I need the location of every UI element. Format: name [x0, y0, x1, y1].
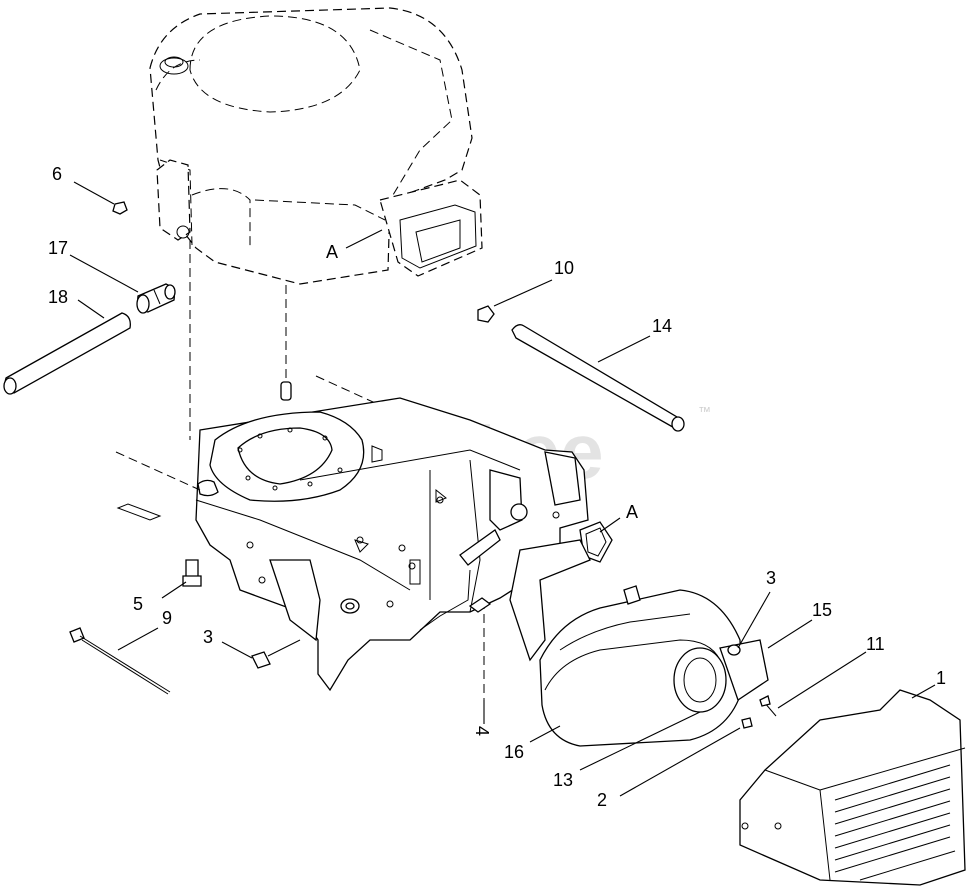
tube-14: [511, 324, 685, 432]
dowel-pin: [280, 381, 292, 401]
callout-13: 13: [553, 770, 573, 790]
callout-3-muffler: 3: [766, 568, 776, 588]
callout-labels: A A 1 2 3 3 4 5 6 9 10 11 13 14 15 16 17…: [48, 164, 946, 810]
callout-2: 2: [597, 790, 607, 810]
callout-11: 11: [866, 634, 885, 654]
muffler-16: [539, 585, 743, 747]
callout-16: 16: [504, 742, 524, 762]
callout-17: 17: [48, 238, 68, 258]
watermark-trademark: ™: [698, 404, 711, 419]
callout-15: 15: [812, 600, 832, 620]
nut-6: [112, 201, 128, 215]
callout-5: 5: [133, 594, 143, 614]
callout-1: 1: [936, 668, 946, 688]
chassis-frame: [115, 397, 589, 692]
leader-lines: [69, 181, 936, 797]
callout-10: 10: [554, 258, 574, 278]
callout-14: 14: [652, 316, 672, 336]
callout-4: 4: [472, 726, 492, 736]
callout-9: 9: [162, 608, 172, 628]
bolt-5: [182, 559, 202, 587]
callout-3-frame: 3: [203, 627, 213, 647]
bolt-4: [468, 597, 492, 613]
heat-shield-1: [739, 689, 966, 886]
screw-11: [759, 695, 777, 717]
fitting-17: [136, 283, 176, 314]
heat-shield-louvers: [834, 764, 956, 881]
cable-tie-9: [69, 627, 171, 695]
exhaust-pipe: [509, 539, 591, 662]
screw-2: [741, 717, 753, 729]
manifold-15: [719, 639, 769, 702]
callout-18: 18: [48, 287, 68, 307]
callout-engine-a: A: [326, 242, 338, 262]
callout-6: 6: [52, 164, 62, 184]
bolt-3-frame: [251, 639, 301, 669]
fuel-hose-18: [3, 312, 131, 395]
exhaust-bracket: [419, 529, 501, 631]
nut-10: [477, 305, 495, 323]
callout-exhaust-a: A: [626, 502, 638, 522]
engine-phantom: [149, 7, 483, 285]
